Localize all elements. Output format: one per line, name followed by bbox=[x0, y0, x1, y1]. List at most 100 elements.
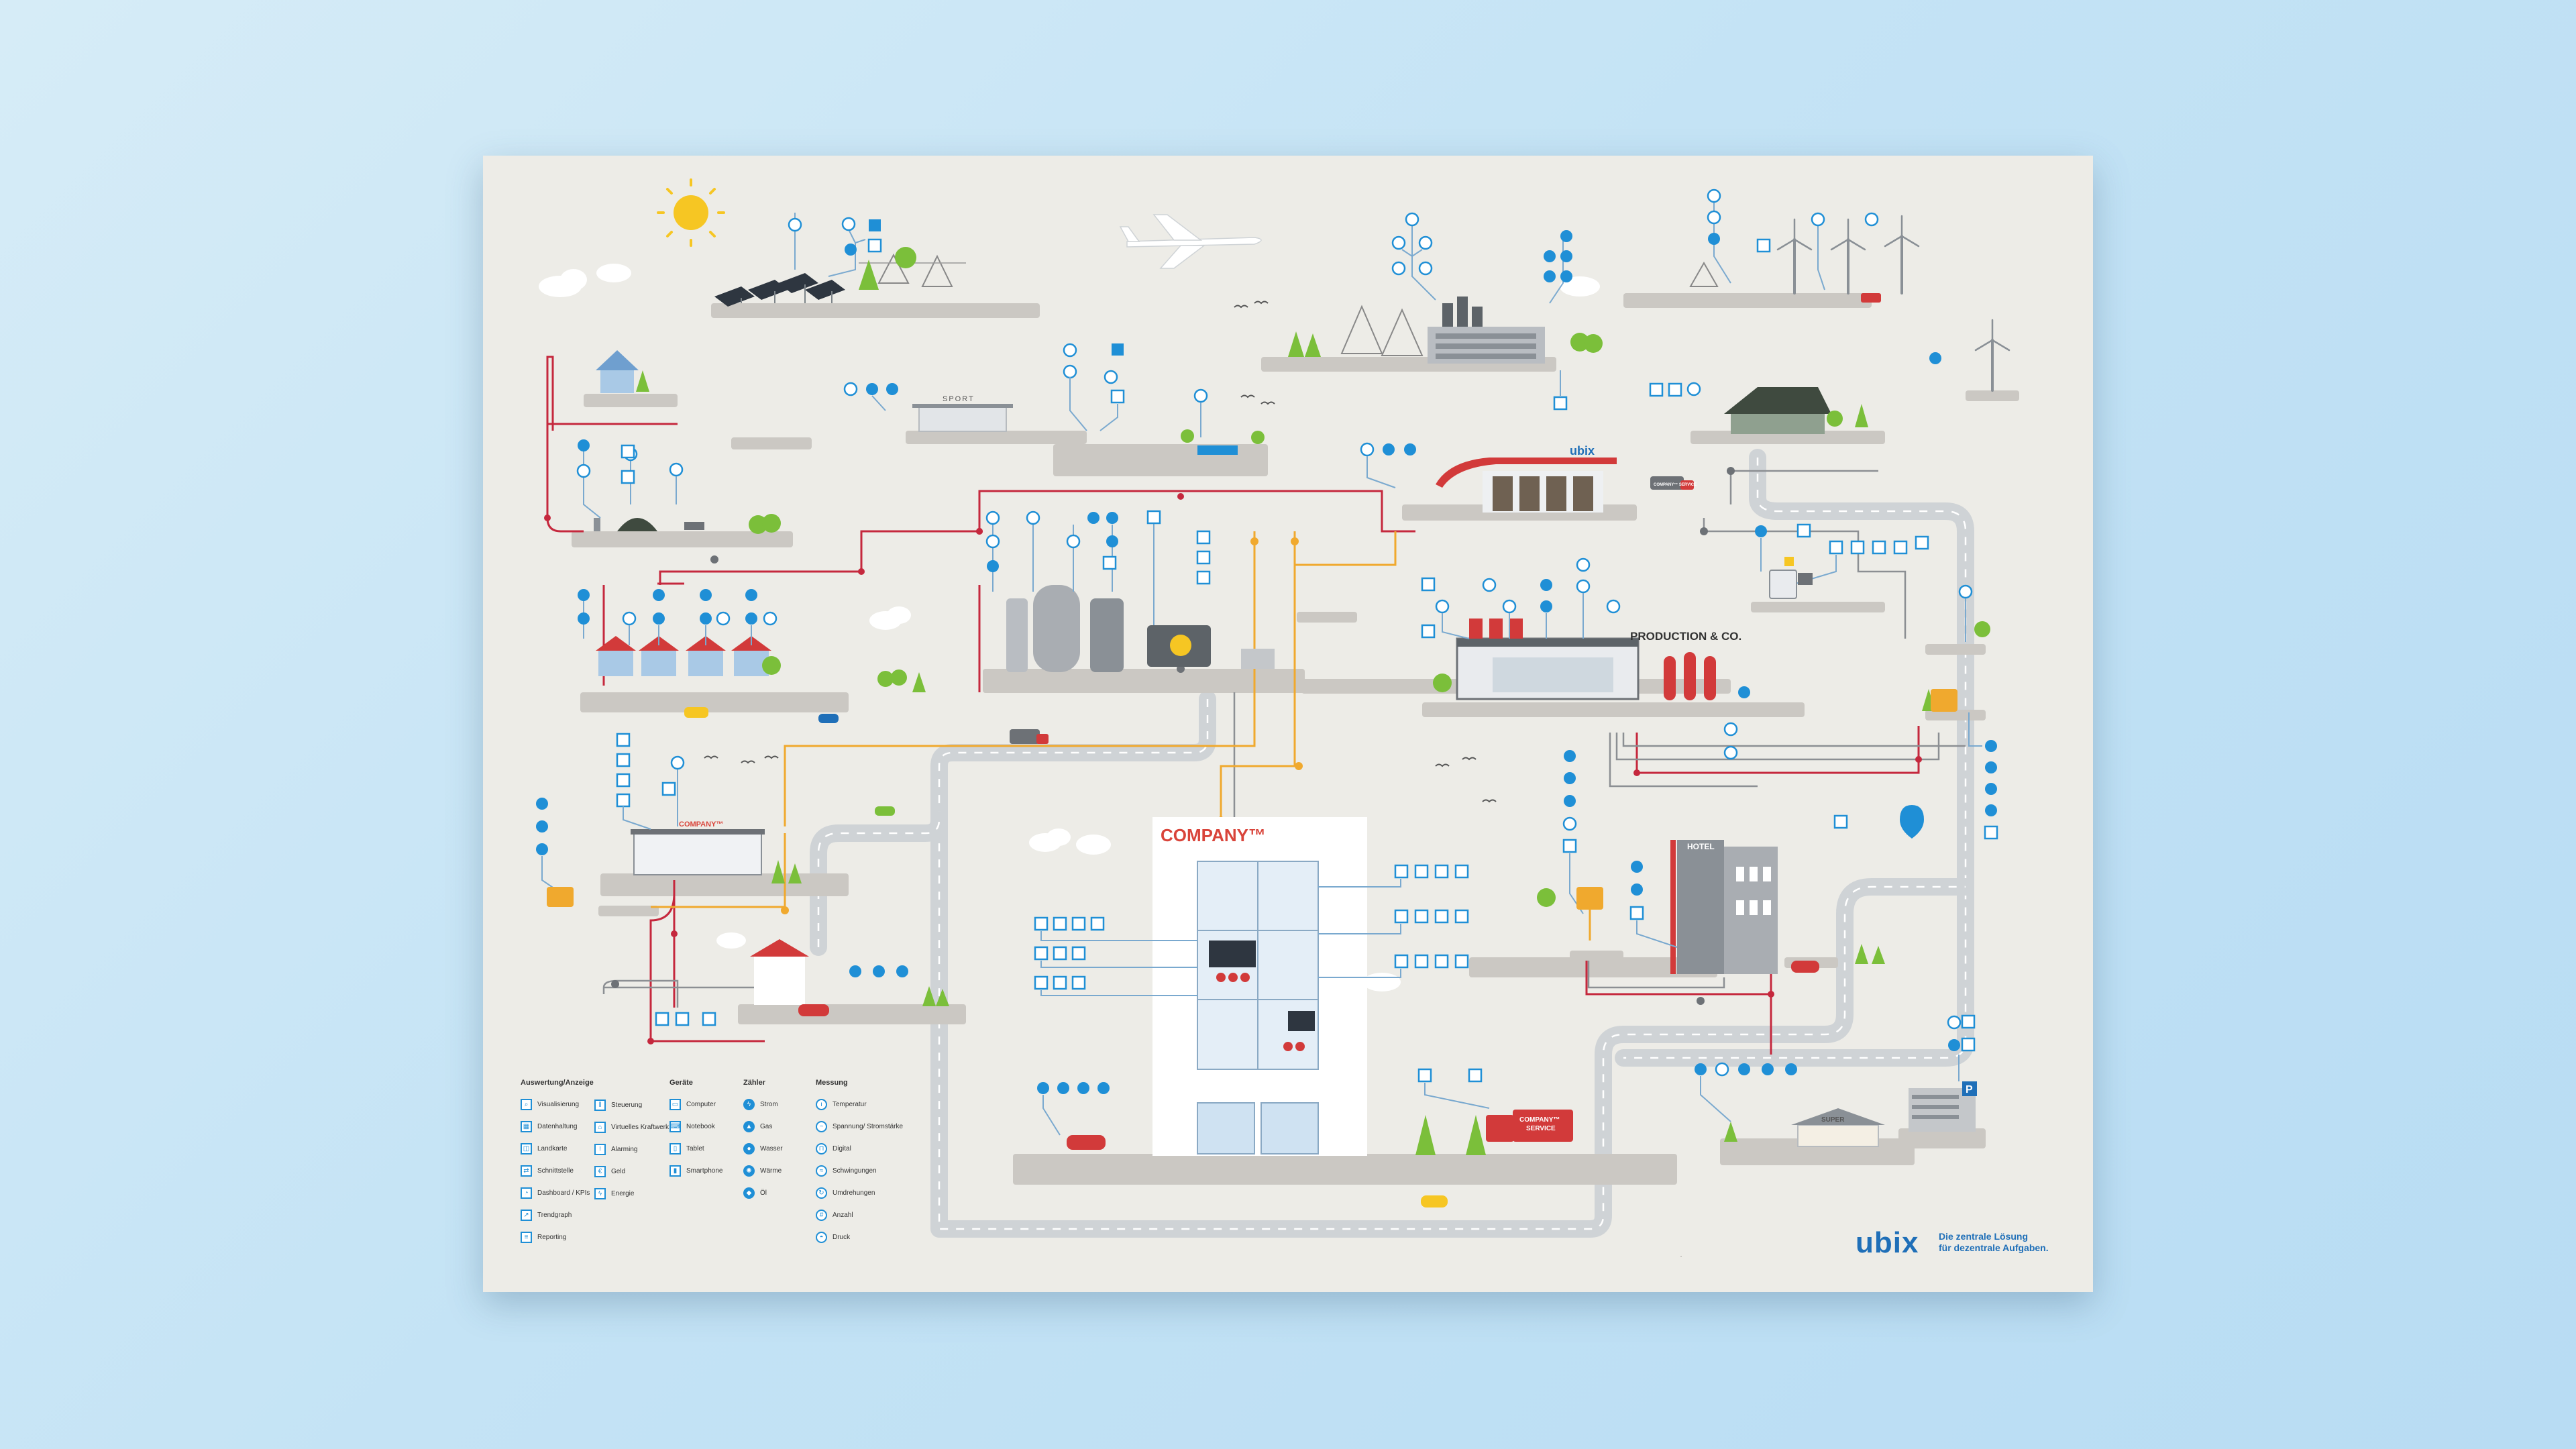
production-hall bbox=[1456, 619, 1716, 700]
sliders-icon: ⫴ bbox=[594, 1099, 606, 1111]
reporting-icon: ≡ bbox=[521, 1232, 532, 1243]
legend-title-measurement: Messung bbox=[816, 1079, 848, 1087]
super-sign: SUPER bbox=[1821, 1116, 1845, 1124]
legend-title-devices: Geräte bbox=[669, 1079, 693, 1087]
legend-item: ↗Trendgraph bbox=[521, 1204, 594, 1226]
power-icon: ϟ bbox=[743, 1099, 755, 1110]
power-plant-top bbox=[1340, 297, 1545, 364]
cluster-powerplant bbox=[1391, 212, 1572, 411]
vehicles bbox=[684, 476, 1819, 1208]
legend-item: ⊓Digital bbox=[816, 1138, 903, 1160]
legend-item: ▭Computer bbox=[669, 1093, 722, 1116]
parking-garage bbox=[1909, 1081, 1977, 1132]
energy-icon: ϟ bbox=[594, 1188, 606, 1199]
parking-sign: P bbox=[1966, 1084, 1973, 1095]
service-truck-sign-line2: SERVICE bbox=[1526, 1125, 1556, 1132]
magnifier-icon: ⌕ bbox=[521, 1099, 532, 1110]
company-tower-sign: COMPANY™ bbox=[1161, 825, 1266, 845]
ubix-station bbox=[1436, 458, 1617, 513]
cluster-houses bbox=[578, 589, 777, 645]
brand-tagline: Die zentrale Lösung für dezentrale Aufga… bbox=[1939, 1231, 2049, 1254]
clouds bbox=[539, 264, 1600, 991]
legend-item: ≡Reporting bbox=[521, 1226, 594, 1248]
legend-item: ●Wasser bbox=[743, 1138, 783, 1160]
legend-item: ↻Umdrehungen bbox=[816, 1182, 903, 1204]
legend-item: ⌨Notebook bbox=[669, 1116, 722, 1138]
money-icon: € bbox=[594, 1166, 606, 1177]
cluster-production bbox=[1421, 523, 1998, 840]
cluster-shop bbox=[536, 733, 685, 907]
cluster-sport bbox=[843, 343, 1208, 437]
legend-item: ⌕Visualisierung bbox=[521, 1093, 594, 1116]
legend: Auswertung/Anzeige ⌕Visualisierung ▦Date… bbox=[521, 1079, 903, 1280]
legend-item: !Alarming bbox=[594, 1138, 669, 1161]
trendgraph-icon: ↗ bbox=[521, 1210, 532, 1221]
tablet-icon: ▯ bbox=[669, 1143, 681, 1155]
vibration-icon: ≈ bbox=[816, 1165, 827, 1177]
count-icon: # bbox=[816, 1210, 827, 1221]
legend-item: ▦Datenhaltung bbox=[521, 1116, 594, 1138]
cluster-biogas bbox=[576, 439, 684, 519]
cluster-super bbox=[1695, 1014, 1976, 1122]
pressure-icon: ◓ bbox=[816, 1232, 827, 1243]
sport-sign: SPORT bbox=[943, 395, 975, 403]
brand-tagline-line1: Die zentrale Lösung bbox=[1939, 1231, 2029, 1242]
legend-item: ◓Druck bbox=[816, 1226, 903, 1248]
legend-title-evaluation: Auswertung/Anzeige bbox=[521, 1079, 594, 1087]
legend-item: ≈Schwingungen bbox=[816, 1160, 903, 1182]
cluster-tower-right bbox=[1318, 864, 1490, 1109]
ubix-logo: ubix bbox=[1856, 1226, 1919, 1259]
infrastructure-map: COMPANY™ COMPANY™ PRODUCTION & CO. HOTEL… bbox=[536, 178, 2019, 1257]
sensor-clusters bbox=[536, 189, 1998, 1136]
service-van-sign: COMPANY™ SERVICE bbox=[1654, 482, 1697, 487]
solar-park bbox=[714, 253, 966, 307]
production-sign: PRODUCTION & CO. bbox=[1630, 630, 1741, 643]
airplane bbox=[1119, 214, 1262, 269]
digital-icon: ⊓ bbox=[816, 1143, 827, 1155]
voltage-icon: ~ bbox=[816, 1121, 827, 1132]
thermometer-icon: ı bbox=[816, 1099, 827, 1110]
cluster-hotel bbox=[1562, 750, 1924, 948]
alarm-icon: ! bbox=[594, 1144, 606, 1155]
company-shop bbox=[631, 829, 765, 875]
legend-item: ⫴Steuerung bbox=[594, 1094, 669, 1116]
rotation-icon: ↻ bbox=[816, 1187, 827, 1199]
poster: COMPANY™ COMPANY™ PRODUCTION & CO. HOTEL… bbox=[483, 156, 2093, 1292]
birds bbox=[704, 301, 1497, 803]
trees bbox=[636, 247, 1990, 1155]
ubix-station-sign: ubix bbox=[1570, 444, 1595, 458]
cluster-tower-left bbox=[1034, 916, 1197, 1136]
gas-icon: ▲ bbox=[743, 1121, 755, 1132]
water-icon: ● bbox=[743, 1143, 755, 1155]
legend-item: €Geld bbox=[594, 1161, 669, 1183]
cluster-home bbox=[655, 965, 908, 1026]
heat-icon: ✺ bbox=[743, 1165, 755, 1177]
legend-item: ◆Öl bbox=[743, 1182, 783, 1204]
brand-tagline-line2: für dezentrale Aufgaben. bbox=[1939, 1242, 2049, 1253]
cluster-windfarm bbox=[1649, 189, 1941, 397]
legend-item: #Anzahl bbox=[816, 1204, 903, 1226]
biogas-farm bbox=[594, 518, 704, 531]
legend-item: ◔Dashboard / KPIs bbox=[521, 1182, 594, 1204]
oil-icon: ◆ bbox=[743, 1187, 755, 1199]
hotel bbox=[1670, 840, 1778, 974]
company-tower bbox=[1152, 817, 1367, 1156]
legend-column-devices: Geräte ▭Computer ⌨Notebook ▯Tablet ▮Smar… bbox=[669, 1079, 722, 1182]
biogas-plant bbox=[1006, 585, 1275, 672]
notebook-icon: ⌨ bbox=[669, 1121, 681, 1132]
legend-item: ⌂Virtuelles Kraftwerk bbox=[594, 1116, 669, 1138]
legend-column-evaluation: Auswertung/Anzeige ⌕Visualisierung ▦Date… bbox=[521, 1079, 594, 1248]
legend-item: ▮Smartphone bbox=[669, 1160, 722, 1182]
warehouse bbox=[1724, 387, 1831, 434]
legend-item: ✺Wärme bbox=[743, 1160, 783, 1182]
computer-icon: ▭ bbox=[669, 1099, 681, 1110]
sport-hall bbox=[912, 404, 1238, 455]
smartphone-icon: ▮ bbox=[669, 1165, 681, 1177]
legend-item: ~Spannung/ Stromstärke bbox=[816, 1116, 903, 1138]
houses bbox=[596, 350, 809, 1005]
